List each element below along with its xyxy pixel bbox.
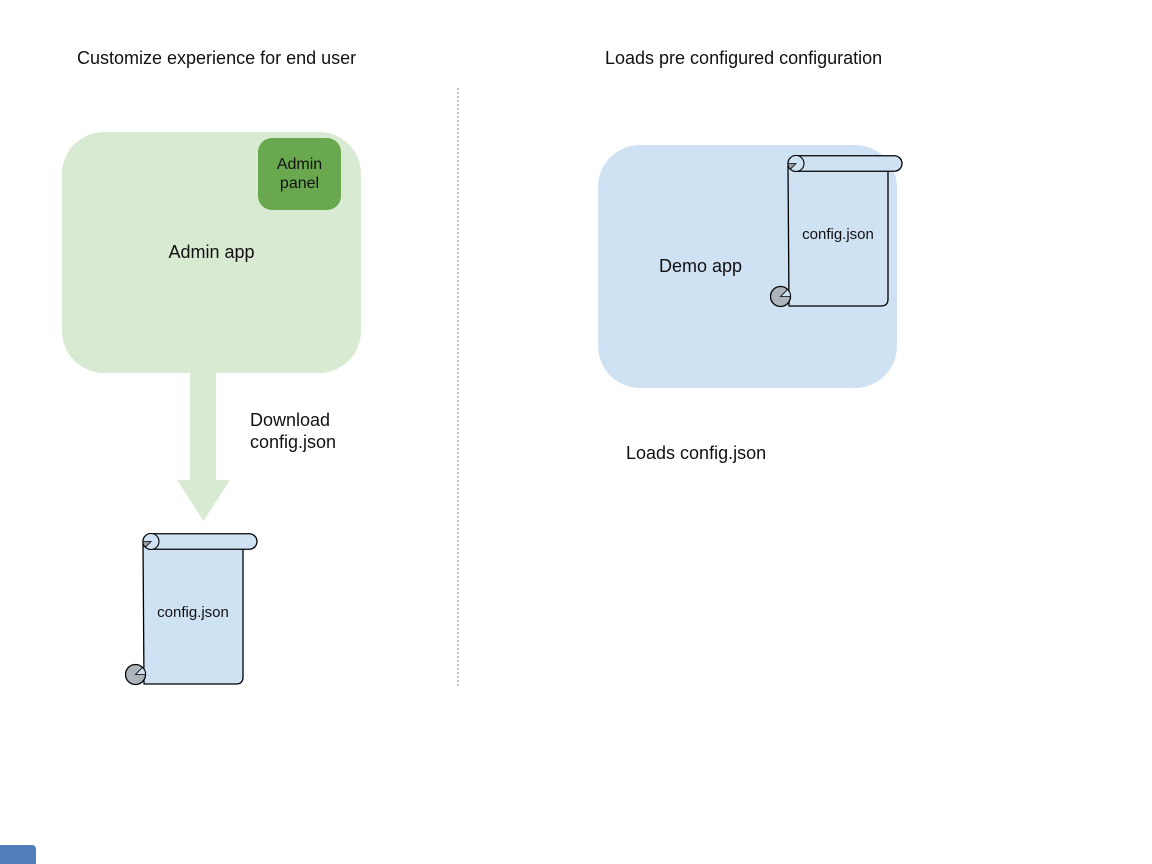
admin-panel-shape: Admin panel — [258, 138, 341, 210]
loads-config-caption: Loads config.json — [626, 443, 767, 463]
config-json-label-right: config.json — [802, 226, 874, 243]
scroll-shape-icon — [770, 155, 903, 308]
admin-app-label: Admin app — [168, 242, 255, 262]
admin-app-shape: Admin app Admin panel — [62, 132, 361, 373]
demo-app-label: Demo app — [658, 256, 743, 276]
left-section-title: Customize experience for end user — [77, 48, 357, 68]
right-section-title: Loads pre configured configuration — [605, 48, 883, 68]
config-json-label-left: config.json — [157, 604, 229, 621]
admin-panel-label: Admin panel — [276, 156, 323, 192]
scroll-shape-icon — [125, 533, 258, 686]
config-json-scroll-left: config.json — [125, 533, 260, 686]
download-config-label: Download config.json — [250, 410, 337, 452]
partial-blue-shape — [0, 845, 36, 864]
section-divider — [457, 88, 459, 686]
config-json-scroll-right: config.json — [770, 155, 905, 308]
download-arrow-icon — [177, 372, 230, 521]
